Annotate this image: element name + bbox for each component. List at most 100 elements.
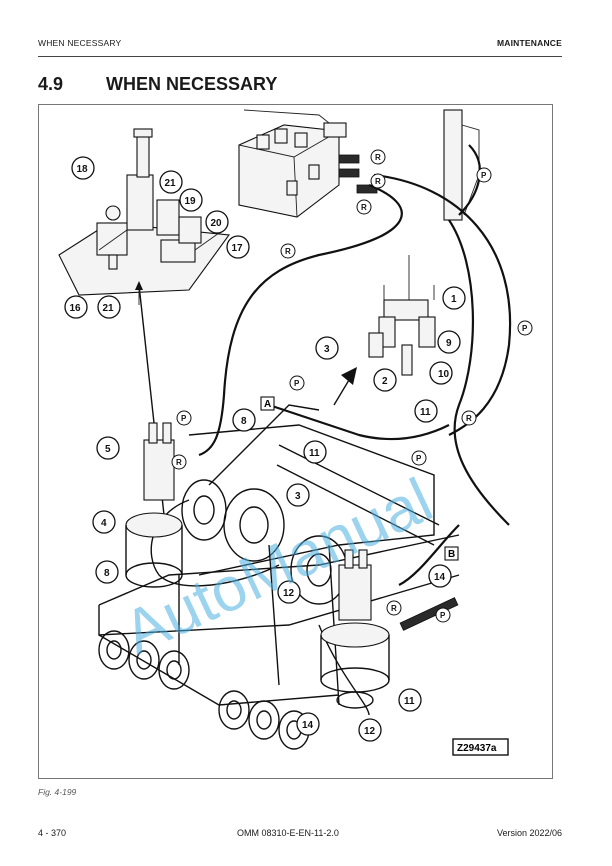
hydraulic-hoses: [138, 173, 512, 716]
svg-text:P: P: [481, 171, 487, 180]
callout-21: 21: [97, 295, 121, 319]
callout-15: 16: [64, 295, 88, 319]
callout-1: 1: [442, 286, 466, 310]
hydraulic-diagram: 18 21 19 20 17 16 21 1 9 3 2 10 11 8 11 …: [58, 109, 533, 756]
tag-p-5: P: [411, 450, 427, 466]
svg-text:P: P: [181, 414, 187, 423]
callout-20: 21: [159, 170, 183, 194]
callout-14-bottom: 14: [296, 712, 320, 736]
svg-text:R: R: [391, 604, 397, 613]
tag-r-7: R: [386, 600, 402, 616]
svg-text:P: P: [294, 379, 300, 388]
tag-r-6: R: [171, 454, 187, 470]
svg-text:17: 17: [232, 243, 244, 254]
callout-7-bottom: 8: [95, 560, 119, 584]
svg-text:1: 1: [451, 294, 457, 305]
svg-text:3: 3: [324, 344, 330, 355]
svg-text:P: P: [440, 611, 446, 620]
tag-r-1: R: [370, 149, 386, 165]
technical-figure: 18 21 19 20 17 16 21 1 9 3 2 10 11 8 11 …: [38, 104, 553, 779]
svg-text:2: 2: [382, 376, 388, 387]
footer-document-id: OMM 08310-E-EN-11-2.0: [237, 828, 339, 838]
callout-3-mid: 3: [286, 483, 310, 507]
tag-p-2: P: [517, 320, 533, 336]
callout-16: 18: [71, 156, 95, 180]
svg-text:14: 14: [434, 572, 446, 583]
callout-4: 4: [92, 510, 116, 534]
callout-18: 20: [205, 210, 229, 234]
tag-p-3: P: [289, 375, 305, 391]
svg-text:9: 9: [446, 338, 452, 349]
callout-10-a: 11: [414, 399, 438, 423]
svg-text:R: R: [375, 177, 381, 186]
callout-11: 12: [358, 718, 382, 742]
column-drawing: [443, 109, 481, 221]
tag-p-1: P: [476, 167, 492, 183]
svg-text:4: 4: [101, 518, 107, 529]
tag-r-2: R: [370, 173, 386, 189]
footer-version: Version 2022/06: [496, 828, 562, 838]
svg-text:R: R: [375, 153, 381, 162]
svg-text:P: P: [416, 454, 422, 463]
callout-10-c: 11: [398, 688, 422, 712]
svg-text:19: 19: [185, 196, 197, 207]
svg-text:5: 5: [105, 444, 111, 455]
svg-text:R: R: [361, 203, 367, 212]
tag-r-5: R: [461, 410, 477, 426]
cylinder-left: [125, 422, 183, 588]
svg-text:14: 14: [302, 720, 314, 731]
svg-text:18: 18: [77, 164, 89, 175]
page-header-right: MAINTENANCE: [496, 38, 562, 48]
tag-r-4: R: [280, 243, 296, 259]
callout-5: 5: [96, 436, 120, 460]
svg-text:12: 12: [283, 588, 295, 599]
svg-text:P: P: [522, 324, 528, 333]
track-rollers-left: [98, 630, 190, 690]
callout-7-top: 8: [232, 408, 256, 432]
box-label-b: B: [444, 546, 459, 561]
callout-3-top: 3: [315, 336, 339, 360]
svg-text:11: 11: [420, 407, 431, 418]
figure-caption: Fig. 4-199: [38, 787, 77, 797]
svg-text:12: 12: [364, 726, 376, 737]
page-header-left: WHEN NECESSARY: [38, 38, 122, 48]
box-label-a: A: [260, 396, 275, 411]
svg-text:21: 21: [103, 303, 115, 314]
tag-p-6: P: [435, 607, 451, 623]
tag-p-4: P: [176, 410, 192, 426]
svg-text:Z29437a: Z29437a: [457, 743, 497, 754]
footer-page-number: 4 - 370: [38, 828, 67, 838]
svg-text:8: 8: [104, 568, 110, 579]
callout-8: 9: [437, 330, 461, 354]
drawing-code-box: Z29437a: [452, 738, 509, 756]
svg-text:8: 8: [241, 416, 247, 427]
callout-17: 19: [179, 188, 203, 212]
svg-text:21: 21: [165, 178, 177, 189]
svg-text:R: R: [285, 247, 291, 256]
cylinder-right: [320, 549, 459, 709]
section-number: 4.9: [38, 74, 64, 94]
svg-text:A: A: [264, 399, 271, 410]
callout-14-right: 14: [428, 564, 452, 588]
svg-text:B: B: [448, 549, 455, 560]
tag-r-3: R: [356, 199, 372, 215]
callout-2: 2: [373, 368, 397, 392]
header-rule: [38, 56, 562, 57]
track-rollers-right: [218, 690, 310, 750]
section-title: WHEN NECESSARY: [106, 74, 278, 94]
valve-block-drawing: [238, 109, 378, 218]
callout-9: 10: [429, 361, 453, 385]
flow-arrow: [333, 367, 357, 406]
svg-text:20: 20: [211, 218, 223, 229]
svg-text:11: 11: [404, 696, 415, 707]
filter-assembly: [368, 255, 436, 376]
callout-19: 17: [226, 235, 250, 259]
svg-text:11: 11: [309, 448, 320, 459]
svg-text:R: R: [176, 458, 182, 467]
callout-10-b: 11: [303, 440, 327, 464]
callout-12: 12: [277, 580, 301, 604]
inset-pointer-arrow: [135, 281, 143, 305]
svg-text:R: R: [466, 414, 472, 423]
inset-unit-drawing: [58, 128, 231, 296]
svg-text:16: 16: [70, 303, 82, 314]
